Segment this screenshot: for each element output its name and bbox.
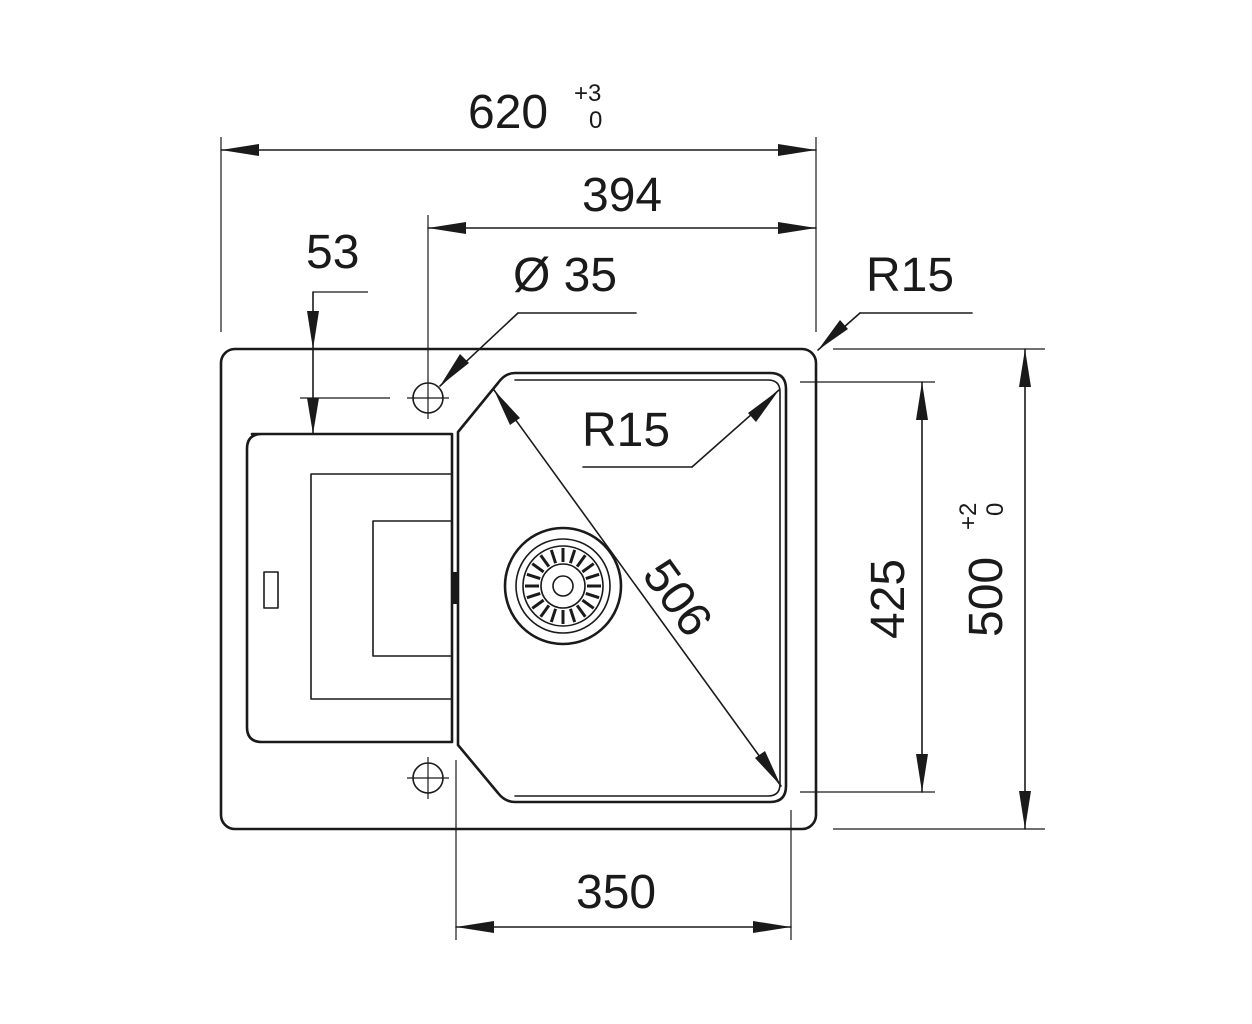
strainer-slot bbox=[531, 598, 545, 610]
strainer-slot bbox=[539, 604, 551, 618]
strainer-slot bbox=[575, 604, 587, 618]
tap-hole-top bbox=[407, 377, 449, 419]
tol-overall-depth-upper: +2 bbox=[955, 503, 982, 530]
dim-outer-radius-leader bbox=[817, 312, 973, 351]
label-overall-depth: 500 bbox=[960, 557, 1013, 637]
dim-tap-offset bbox=[427, 222, 817, 234]
dim-bowl-width bbox=[455, 921, 792, 933]
strainer-slot bbox=[526, 572, 541, 581]
bowl-outline bbox=[456, 371, 788, 804]
strainer-slot bbox=[585, 572, 600, 581]
extension-lines bbox=[220, 137, 1045, 940]
dim-overall-depth bbox=[1019, 348, 1031, 830]
sink-body bbox=[219, 347, 818, 831]
tol-overall-width-upper: +3 bbox=[574, 80, 601, 107]
strainer-slot bbox=[568, 608, 577, 623]
label-tap-offset: 394 bbox=[582, 169, 662, 222]
label-bowl-radius: R15 bbox=[582, 404, 670, 457]
waste-outlet bbox=[503, 526, 623, 646]
tol-overall-width-lower: 0 bbox=[589, 107, 602, 134]
strainer-slot bbox=[531, 562, 545, 574]
bowl-inner-rim bbox=[514, 379, 781, 797]
dim-overall-width bbox=[220, 144, 817, 156]
dim-bowl-diagonal bbox=[493, 389, 782, 787]
drainer-step-inner bbox=[372, 520, 453, 657]
drainer-step-outer bbox=[310, 473, 453, 700]
label-bowl-width: 350 bbox=[576, 866, 656, 919]
strainer-slot bbox=[549, 549, 558, 564]
sink-outline bbox=[219, 347, 818, 831]
label-outer-radius: R15 bbox=[866, 249, 954, 302]
strainer-slot bbox=[539, 554, 551, 568]
strainer-slot bbox=[549, 608, 558, 623]
label-bowl-diagonal: 506 bbox=[632, 550, 722, 646]
strainer-slot bbox=[575, 554, 587, 568]
strainer-slot bbox=[585, 591, 600, 600]
dim-tap-diameter-leader bbox=[439, 312, 637, 387]
label-overall-width: 620 bbox=[468, 86, 548, 139]
label-bowl-depth: 425 bbox=[862, 559, 915, 639]
strainer-slot bbox=[581, 562, 595, 574]
tap-hole-bottom bbox=[407, 757, 449, 799]
dim-bowl-radius-leader bbox=[582, 389, 780, 468]
strainer-slot bbox=[568, 549, 577, 564]
tol-overall-depth-lower: 0 bbox=[982, 503, 1009, 516]
strainer-slot bbox=[526, 591, 541, 600]
drainer-outline bbox=[245, 432, 454, 744]
label-drainer-inset: 53 bbox=[306, 226, 359, 279]
drainer-edge-mark bbox=[451, 572, 457, 604]
label-tap-diameter: Ø 35 bbox=[513, 249, 617, 302]
dim-drainer-inset bbox=[307, 291, 319, 435]
dim-bowl-depth bbox=[916, 381, 928, 793]
strainer-slot bbox=[581, 598, 595, 610]
overflow-slot bbox=[263, 571, 279, 609]
